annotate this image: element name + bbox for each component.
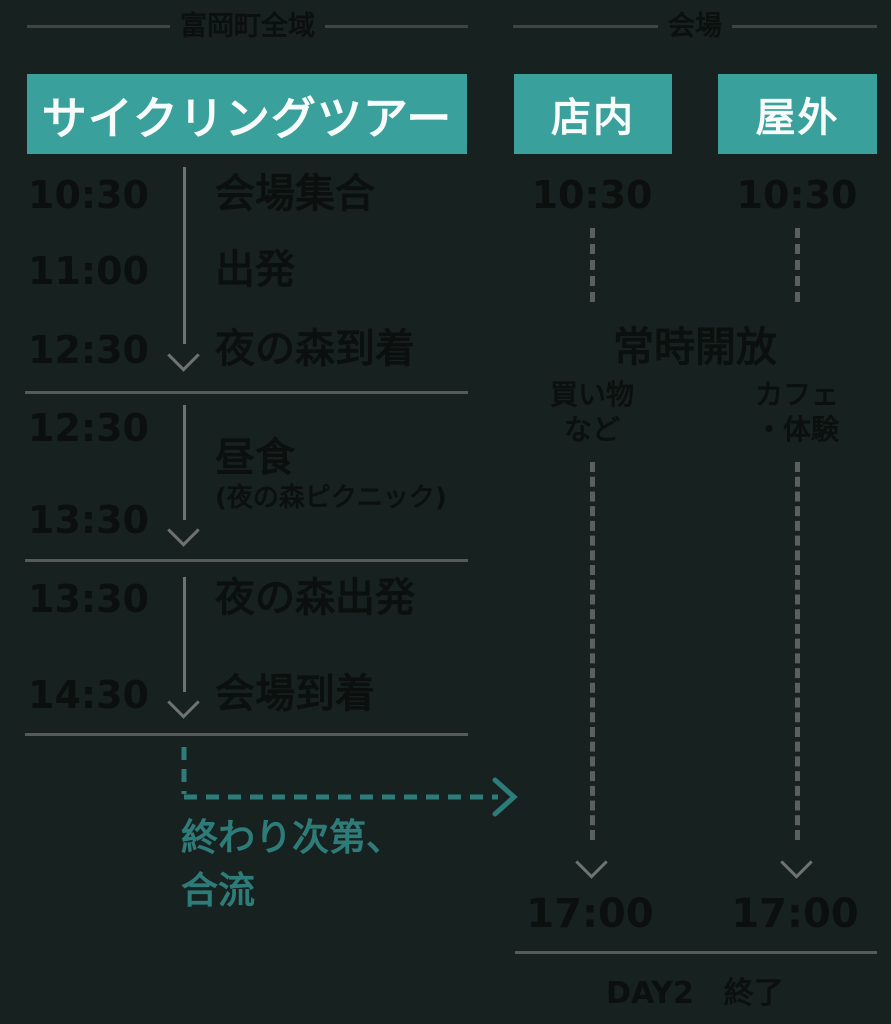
indoor-note-line1: 買い物: [549, 378, 634, 411]
join-note: 終わり次第、 合流: [181, 812, 403, 917]
outdoor-start-time: 10:30: [736, 173, 858, 217]
time-1330-lunch-end: 13:30: [28, 498, 149, 542]
indoor-lane-arrow-head: [575, 846, 608, 879]
time-1330-depart: 13:30: [28, 577, 149, 621]
outdoor-banner: 屋外: [718, 74, 877, 154]
time-1430: 14:30: [28, 673, 149, 717]
event-meet: 会場集合: [215, 171, 375, 217]
right-area-title: 会場: [668, 11, 722, 42]
header-rule-left: [513, 25, 658, 29]
indoor-note-line2: など: [563, 413, 620, 446]
section-divider-2: [25, 559, 468, 562]
arrow-line-2: [183, 405, 186, 520]
header-rule-left: [27, 25, 170, 29]
section-divider-1: [25, 391, 468, 394]
left-area-header: 富岡町全域: [27, 12, 468, 42]
arrow-head-3: [167, 686, 200, 719]
indoor-banner: 店内: [514, 74, 672, 154]
time-1100: 11:00: [28, 249, 149, 293]
outdoor-lane-dash-lower: [795, 462, 800, 840]
indoor-lane-dash-lower: [590, 462, 595, 840]
outdoor-note-line1: カフェ: [754, 378, 839, 411]
join-note-line1: 終わり次第、: [181, 816, 403, 859]
time-1230-arrive: 12:30: [28, 328, 149, 372]
footer-rule: [515, 951, 877, 954]
right-area-header: 会場: [513, 12, 877, 42]
indoor-note: 買い物 など: [530, 377, 654, 447]
event-yonomori-depart: 夜の森出発: [215, 575, 415, 621]
time-1230-lunch: 12:30: [28, 406, 149, 450]
outdoor-note-line2: ・体験: [754, 413, 839, 446]
arrow-line-1: [183, 167, 186, 344]
arrow-line-3: [183, 577, 186, 692]
time-1030: 10:30: [28, 173, 149, 217]
arrow-head-2: [167, 514, 200, 547]
header-rule-right: [732, 25, 877, 29]
join-arrow: [181, 747, 518, 817]
always-open-label: 常時開放: [613, 323, 777, 371]
event-depart: 出発: [215, 247, 295, 293]
outdoor-lane-dash-upper: [795, 228, 800, 302]
indoor-start-time: 10:30: [531, 173, 653, 217]
header-rule-right: [325, 25, 468, 29]
indoor-lane-dash-upper: [590, 228, 595, 302]
left-area-title: 富岡町全域: [180, 11, 315, 42]
event-yonomori-arrive: 夜の森到着: [215, 326, 415, 372]
event-lunch: 昼食: [215, 435, 295, 481]
arrow-head-1: [167, 339, 200, 372]
join-note-line2: 合流: [181, 868, 255, 912]
indoor-end-time: 17:00: [526, 891, 654, 937]
cycling-tour-banner: サイクリングツアー: [27, 74, 467, 154]
event-lunch-sub: (夜の森ピクニック): [215, 483, 447, 513]
section-divider-3: [25, 733, 468, 736]
event-venue-arrive: 会場到着: [215, 671, 375, 717]
outdoor-note: カフェ ・体験: [735, 377, 859, 447]
outdoor-end-time: 17:00: [731, 891, 859, 937]
day2-end-label: DAY2 終了: [606, 976, 784, 1011]
outdoor-lane-arrow-head: [780, 846, 813, 879]
